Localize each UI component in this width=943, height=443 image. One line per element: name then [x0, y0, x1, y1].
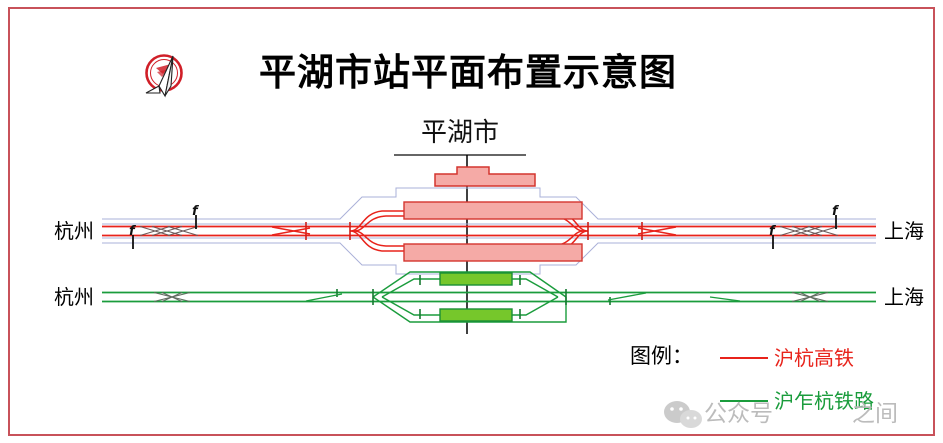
legend-title: 图例： — [630, 344, 693, 368]
legend-item-hsr: 沪杭高铁 — [720, 346, 854, 370]
hsr-terminal-right-label: 上海 — [884, 219, 924, 243]
hsr-signal-right-lower: f — [769, 224, 777, 249]
hsr-signal-right-upper: f — [832, 204, 840, 229]
signal-label: f — [129, 224, 137, 239]
green-turnout-diverge — [305, 292, 741, 302]
watermark: 公众号 之间 — [664, 401, 898, 428]
green-crossover-left — [153, 291, 191, 303]
station-name-label: 平湖市 — [421, 118, 499, 148]
green-turnout-marks — [336, 275, 611, 319]
hsr-platform-upper — [403, 201, 583, 220]
hsr-platform-lower — [403, 243, 583, 262]
hsr-signal-left-lower: f — [129, 224, 137, 249]
hsr-turnout-diverge — [271, 226, 677, 236]
hsr-main-tracks — [102, 225, 876, 237]
watermark-suffix: 之间 — [852, 401, 898, 427]
legend: 图例： 沪杭高铁 沪乍杭铁路 — [630, 344, 874, 413]
watermark-prefix: 公众号 — [704, 401, 773, 427]
station-layout-diagram: 平湖市站平面布置示意图 平湖市 — [54, 51, 924, 428]
hsr-crossover-right — [779, 225, 839, 237]
green-main-tracks — [102, 291, 876, 303]
green-platform-lower — [439, 308, 513, 322]
hsr-signal-left-upper: f — [192, 204, 200, 229]
wechat-icon — [664, 401, 702, 428]
legend-label-conventional: 沪乍杭铁路 — [774, 389, 874, 413]
station-building — [434, 166, 536, 187]
hsr-crossover-left — [139, 225, 199, 237]
green-terminal-left-label: 杭州 — [54, 285, 94, 309]
signal-label: f — [832, 204, 840, 219]
hsr-turnout-marks — [305, 222, 643, 240]
signal-label: f — [769, 224, 777, 239]
legend-label-hsr: 沪杭高铁 — [774, 346, 854, 370]
legend-item-conventional: 沪乍杭铁路 — [720, 389, 874, 413]
hsr-line-group: f f f f 杭州 上海 — [54, 166, 924, 275]
page-title: 平湖市站平面布置示意图 — [259, 51, 677, 94]
diagram-frame: 平湖市站平面布置示意图 平湖市 — [8, 7, 935, 436]
railway-arrow-emblem-icon — [145, 54, 183, 98]
green-crossover-right — [791, 291, 829, 303]
conventional-line-group: 杭州 上海 — [54, 271, 924, 323]
green-platform-upper — [439, 272, 513, 286]
green-terminal-right-label: 上海 — [884, 285, 924, 309]
hsr-terminal-left-label: 杭州 — [54, 219, 94, 243]
signal-label: f — [192, 204, 200, 219]
